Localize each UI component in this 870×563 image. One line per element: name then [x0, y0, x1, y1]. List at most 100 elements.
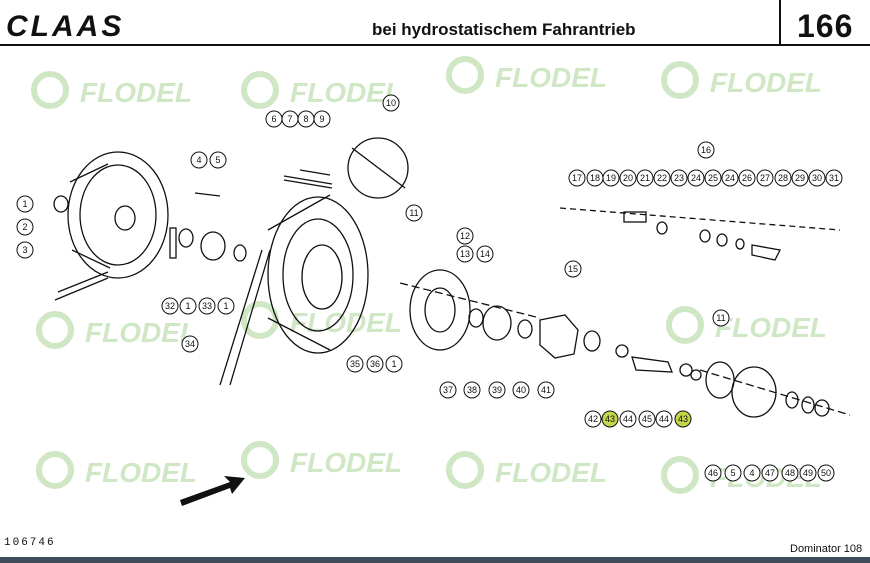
part-callout-27: 27	[756, 169, 774, 187]
direction-arrow-icon	[180, 476, 245, 506]
part-callout-label: 11	[716, 313, 725, 323]
part-callout-7: 7	[281, 110, 299, 128]
part-callout-18: 18	[586, 169, 604, 187]
page-title: bei hydrostatischem Fahrantrieb	[372, 20, 636, 39]
part-callout-label: 42	[588, 414, 598, 424]
part-callout-label: 26	[742, 173, 752, 183]
part-callout-label: 40	[516, 385, 526, 395]
part-callout-label: 30	[812, 173, 822, 183]
part-callout-label: 43	[678, 414, 688, 424]
part-callout-23: 23	[670, 169, 688, 187]
part-callout-50: 50	[817, 464, 835, 482]
part-callout-label: 44	[623, 414, 633, 424]
part-callout-3: 3	[16, 241, 34, 259]
svg-text:FLODEL: FLODEL	[495, 457, 607, 488]
part-callout-24: 24	[687, 169, 705, 187]
header-rule	[0, 44, 870, 46]
part-callout-33: 33	[198, 297, 216, 315]
part-callout-5: 5	[724, 464, 742, 482]
svg-text:FLODEL: FLODEL	[710, 67, 822, 98]
part-callout-label: 10	[386, 98, 396, 108]
part-callout-label: 20	[623, 173, 633, 183]
part-callout-11: 11	[712, 309, 730, 327]
part-callout-label: 50	[821, 468, 831, 478]
part-callout-label: 29	[795, 173, 805, 183]
part-callout-label: 38	[467, 385, 477, 395]
part-callout-label: 21	[640, 173, 650, 183]
part-callout-35: 35	[346, 355, 364, 373]
page-number: 166	[797, 8, 854, 44]
part-callout-label: 5	[730, 468, 735, 478]
part-callout-39: 39	[488, 381, 506, 399]
part-callout-6: 6	[265, 110, 283, 128]
part-callout-45: 45	[638, 410, 656, 428]
part-callout-label: 1	[391, 359, 396, 369]
part-callout-46: 46	[704, 464, 722, 482]
part-callout-label: 7	[287, 114, 292, 124]
part-callout-label: 6	[271, 114, 276, 124]
drawing-number: 106746	[4, 537, 56, 549]
part-callout-10: 10	[382, 94, 400, 112]
part-callout-1: 1	[385, 355, 403, 373]
part-callout-label: 1	[185, 301, 190, 311]
part-callout-label: 24	[691, 173, 701, 183]
part-callout-24: 24	[721, 169, 739, 187]
part-callout-1: 1	[217, 297, 235, 315]
part-callout-26: 26	[738, 169, 756, 187]
part-callout-label: 2	[22, 222, 27, 232]
part-callout-label: 41	[541, 385, 551, 395]
part-callout-label: 18	[590, 173, 600, 183]
part-callout-1: 1	[16, 195, 34, 213]
part-callout-8: 8	[297, 110, 315, 128]
part-callout-label: 27	[760, 173, 770, 183]
part-callout-11: 11	[405, 204, 423, 222]
part-callout-label: 1	[22, 199, 27, 209]
part-callout-37: 37	[439, 381, 457, 399]
watermark-layer: FLODEL FLODEL FLODEL FLODEL FLODEL FLODE…	[31, 56, 827, 494]
part-callout-13: 13	[456, 245, 474, 263]
part-callout-label: 44	[659, 414, 669, 424]
part-callout-label: 48	[785, 468, 795, 478]
part-callout-label: 4	[749, 468, 754, 478]
part-callout-label: 15	[568, 264, 578, 274]
part-callout-label: 46	[708, 468, 718, 478]
window-bottom-bar	[0, 557, 870, 563]
part-callout-label: 9	[319, 114, 324, 124]
part-callout-43: 43	[674, 410, 692, 428]
part-callout-48: 48	[781, 464, 799, 482]
part-callout-36: 36	[366, 355, 384, 373]
part-callout-40: 40	[512, 381, 530, 399]
claas-logo: CLAAS	[6, 10, 121, 43]
part-callout-42: 42	[584, 410, 602, 428]
part-callout-34: 34	[181, 335, 199, 353]
part-callout-label: 36	[370, 359, 380, 369]
part-callout-22: 22	[653, 169, 671, 187]
svg-text:FLODEL: FLODEL	[715, 312, 827, 343]
part-callout-label: 12	[460, 231, 470, 241]
part-callout-17: 17	[568, 169, 586, 187]
part-callout-44: 44	[619, 410, 637, 428]
part-callout-label: 37	[443, 385, 453, 395]
part-callout-label: 32	[165, 301, 175, 311]
part-callout-12: 12	[456, 227, 474, 245]
part-callout-21: 21	[636, 169, 654, 187]
part-callout-2: 2	[16, 218, 34, 236]
part-callout-label: 8	[303, 114, 308, 124]
part-callout-label: 33	[202, 301, 212, 311]
part-callout-14: 14	[476, 245, 494, 263]
part-callout-43: 43	[601, 410, 619, 428]
part-callout-19: 19	[602, 169, 620, 187]
svg-text:FLODEL: FLODEL	[495, 62, 607, 93]
part-callout-label: 17	[572, 173, 582, 183]
svg-text:FLODEL: FLODEL	[290, 447, 402, 478]
part-callout-47: 47	[761, 464, 779, 482]
part-callout-label: 14	[480, 249, 490, 259]
part-callout-label: 11	[409, 208, 418, 218]
svg-text:FLODEL: FLODEL	[85, 457, 197, 488]
part-callout-label: 34	[185, 339, 195, 349]
part-callout-label: 4	[196, 155, 201, 165]
part-callout-label: 35	[350, 359, 360, 369]
part-callout-41: 41	[537, 381, 555, 399]
part-callout-15: 15	[564, 260, 582, 278]
